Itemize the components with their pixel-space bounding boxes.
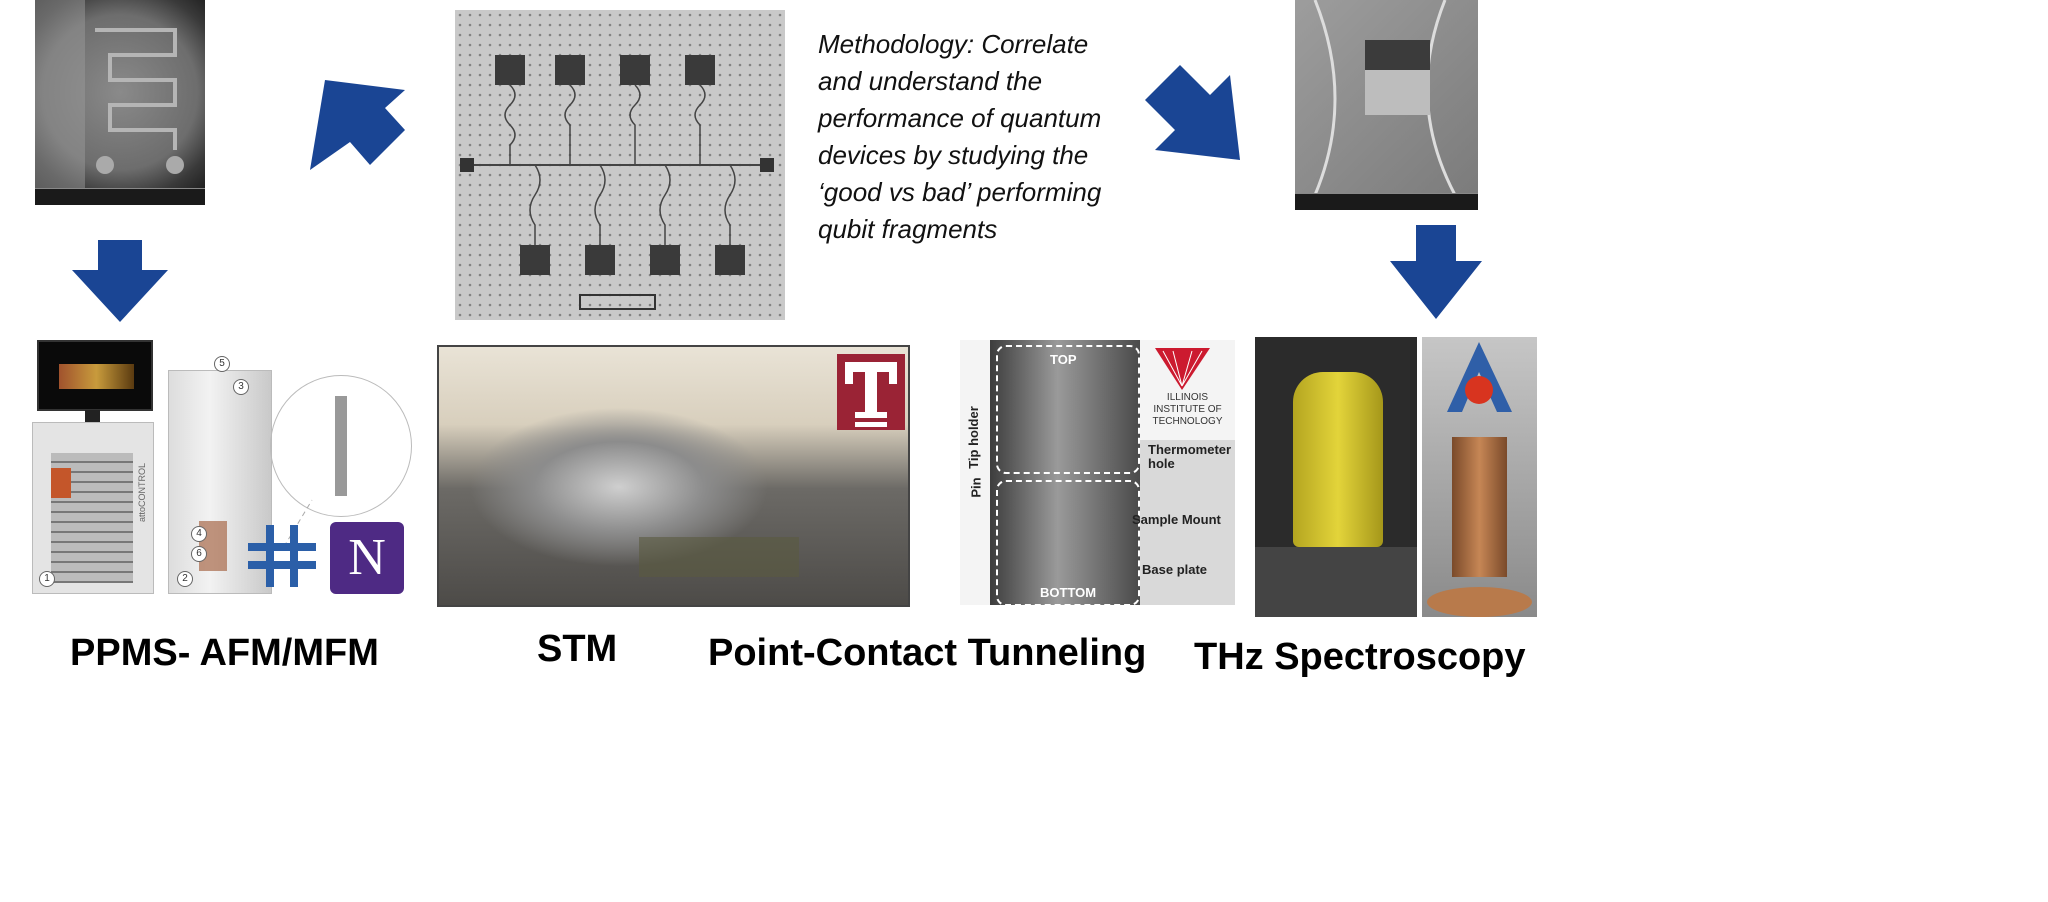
sem-info-bar [1295, 193, 1478, 210]
marker-6: 6 [191, 546, 207, 562]
thz-photo-insert [1422, 337, 1537, 617]
arrow-down-right-column-icon [1390, 225, 1482, 319]
sem-image-right [1295, 0, 1478, 210]
methodology-line: Methodology: Correlate [818, 29, 1089, 59]
label-stm: STM [537, 628, 618, 670]
probe-detail-circle [270, 375, 412, 517]
cryostat: 3 4 6 2 [168, 370, 272, 594]
label-pin: Pin [968, 477, 984, 498]
fragment-sem-graphic [1313, 0, 1457, 196]
label-point-contact-tunneling: Point-Contact Tunneling [708, 632, 1147, 674]
marker-1: 1 [39, 571, 55, 587]
sem-image-left [35, 0, 205, 205]
qubit-chip-image [455, 10, 785, 320]
label-ppms-afm-mfm: PPMS- AFM/MFM [70, 632, 379, 674]
methodology-text: Methodology: Correlate and understand th… [818, 26, 1118, 248]
marker-2: 2 [177, 571, 193, 587]
label-thermometer-hole: Thermometer hole [1148, 442, 1232, 471]
marker-4: 4 [191, 526, 207, 542]
iit-name: ILLINOIS INSTITUTE OF TECHNOLOGY [1152, 392, 1223, 427]
ppms-afm-image: attoCONTROL 1 3 4 6 2 5 N [20, 340, 415, 600]
methodology-line: performance of quantum [818, 103, 1102, 133]
control-cabinet: attoCONTROL 1 [32, 422, 154, 594]
label-bottom: BOTTOM [1040, 585, 1097, 600]
iit-logo-icon [1155, 348, 1210, 390]
thz-lab-logo [1447, 342, 1512, 412]
sem-info-bar [35, 188, 205, 205]
arrow-down-left-icon [72, 240, 168, 322]
northwestern-logo: N [330, 522, 404, 594]
point-contact-image: TOP BOTTOM Tip holder Pin Thermometer ho… [960, 340, 1235, 605]
methodology-line: and understand the [818, 66, 1043, 96]
monitor [37, 340, 153, 411]
arrow-up-left-icon [310, 80, 405, 170]
label-top: TOP [1050, 352, 1077, 367]
marker-3: 3 [233, 379, 249, 395]
chip-layout-graphic [455, 10, 785, 320]
resonator-meander-graphic [35, 0, 184, 190]
methodology-line: devices by studying the [818, 140, 1089, 170]
methodology-line: ‘good vs bad’ performing [818, 177, 1102, 207]
arrow-down-right-icon [1145, 65, 1240, 160]
label-tip-holder: Tip holder [965, 406, 981, 469]
label-sample-mount: Sample Mount [1132, 512, 1221, 527]
fermilab-logo [248, 525, 316, 587]
label-base-plate: Base plate [1142, 562, 1208, 577]
marker-5: 5 [214, 356, 230, 372]
temple-t-icon [845, 362, 897, 427]
thz-photo-cryostat [1255, 337, 1417, 617]
stm-photo [437, 345, 910, 607]
temple-logo [837, 354, 905, 430]
methodology-line: qubit fragments [818, 214, 998, 244]
label-thz-spectroscopy: THz Spectroscopy [1194, 636, 1526, 678]
